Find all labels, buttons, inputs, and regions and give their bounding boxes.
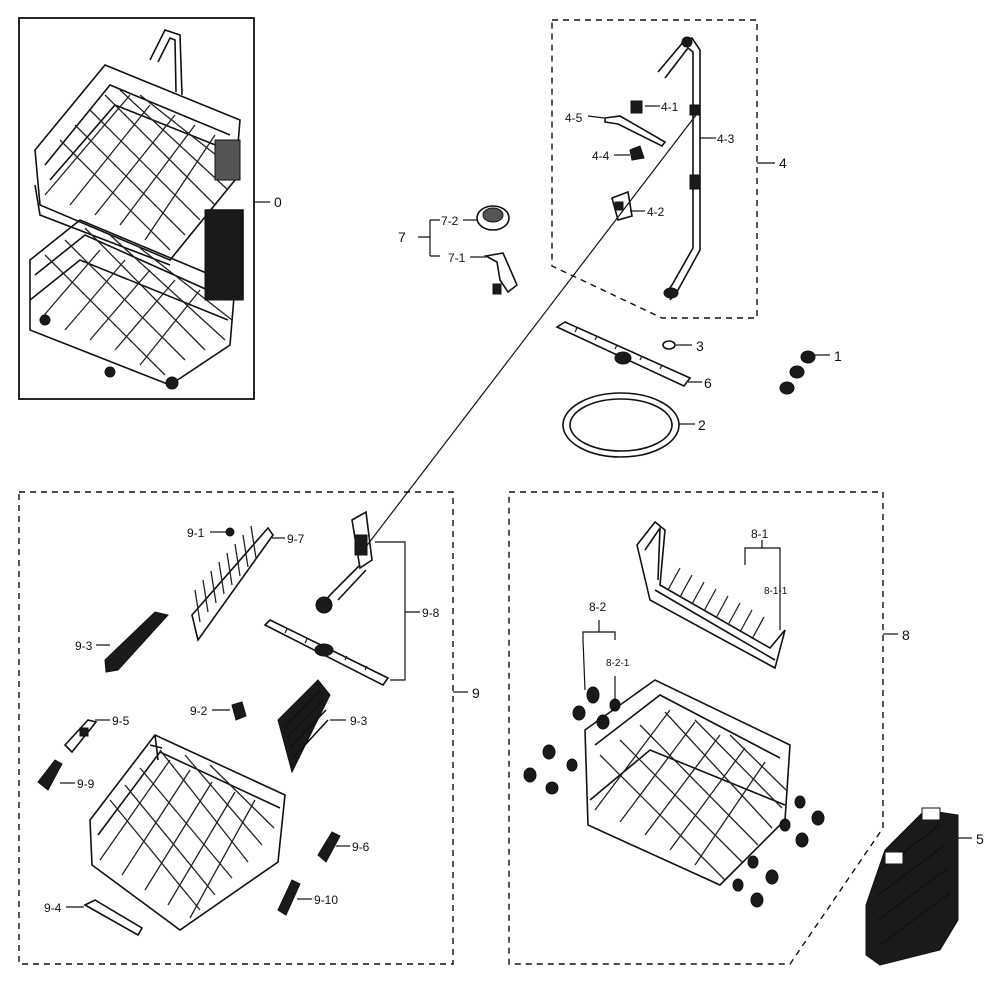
upper-rack-drawing — [89, 734, 286, 931]
part-4-feed-tube-assembly[interactable]: 4-1 4-5 4-4 4-2 4-3 4 — [551, 19, 787, 319]
label-9-1: 9-1 — [187, 526, 205, 540]
label-4-3: 4-3 — [717, 132, 735, 146]
label-0: 0 — [274, 194, 282, 210]
label-9-9: 9-9 — [77, 777, 95, 791]
part-9-2-drawing — [231, 701, 247, 721]
part-4-5-drawing — [604, 115, 667, 148]
part-2-ring[interactable]: 2 — [562, 392, 706, 458]
part-9-3-left — [104, 611, 169, 673]
part-9-7-tines — [191, 525, 274, 642]
box-0-frame — [18, 17, 255, 400]
label-7-1: 7-1 — [448, 251, 466, 265]
part-8-lower-rack-assembly[interactable]: 8 8-1 8-1-1 8-2 8-2-1 — [508, 491, 910, 965]
label-7-2: 7-2 — [441, 214, 459, 228]
part-4-2-drawing — [611, 190, 633, 221]
part-8-2-wheels — [523, 686, 825, 908]
part-5-cutlery-basket[interactable]: 5 — [865, 807, 984, 966]
label-7: 7 — [398, 229, 406, 245]
lower-rack-drawing — [584, 679, 791, 886]
box-9-dashed — [18, 491, 454, 965]
label-8-1: 8-1 — [751, 527, 769, 541]
upper-basket-drawing — [34, 29, 241, 266]
label-4-5: 4-5 — [565, 111, 583, 125]
part-7-2-drawing — [476, 205, 510, 231]
label-9-7: 9-7 — [287, 532, 305, 546]
label-9-4: 9-4 — [44, 901, 62, 915]
label-4-1: 4-1 — [661, 100, 679, 114]
part-0-rack-assembly[interactable]: 0 — [18, 17, 282, 400]
label-1: 1 — [834, 348, 842, 364]
part-9-10-drawing — [277, 879, 301, 916]
part-7-assembly[interactable]: 7 7-2 7-1 — [398, 205, 518, 295]
part-9-4-drawing — [83, 899, 144, 937]
label-9-8: 9-8 — [422, 606, 440, 620]
label-9-3-left: 9-3 — [75, 639, 93, 653]
label-6: 6 — [704, 375, 712, 391]
label-9: 9 — [472, 685, 480, 701]
label-9-3-right: 9-3 — [350, 714, 368, 728]
label-9-2: 9-2 — [190, 704, 208, 718]
label-9-5: 9-5 — [112, 714, 130, 728]
part-1-wheels[interactable]: 1 — [779, 348, 842, 395]
part-9-6-drawing — [317, 831, 341, 863]
box-8-dashed — [508, 491, 884, 965]
box-4-dashed — [551, 19, 758, 319]
lower-basket-drawing — [29, 209, 244, 390]
part-9-upper-rack-assembly[interactable]: 9 9-1 9-7 9-3 9-8 9- — [18, 491, 480, 965]
label-4-4: 4-4 — [592, 149, 610, 163]
connection-line — [364, 114, 697, 549]
label-4: 4 — [779, 155, 787, 171]
label-8-2: 8-2 — [589, 600, 607, 614]
part-9-8-spray-arm — [263, 510, 390, 687]
part-8-1-tine-rack — [636, 520, 786, 670]
part-4-1-drawing — [630, 100, 643, 114]
label-3: 3 — [696, 338, 704, 354]
part-6-spray-arm[interactable]: 6 — [555, 321, 712, 391]
label-8-2-1: 8-2-1 — [606, 658, 630, 669]
part-7-1-drawing — [483, 252, 518, 294]
part-3-washer[interactable]: 3 — [662, 338, 704, 354]
label-8-1-1: 8-1-1 — [764, 586, 788, 597]
label-4-2: 4-2 — [647, 205, 665, 219]
label-9-10: 9-10 — [314, 893, 338, 907]
part-4-4-drawing — [629, 145, 645, 161]
label-5: 5 — [976, 831, 984, 847]
label-9-6: 9-6 — [352, 840, 370, 854]
part-9-9-drawing — [37, 759, 63, 791]
label-8: 8 — [902, 627, 910, 643]
part-9-3-right — [277, 679, 331, 774]
label-2: 2 — [698, 417, 706, 433]
